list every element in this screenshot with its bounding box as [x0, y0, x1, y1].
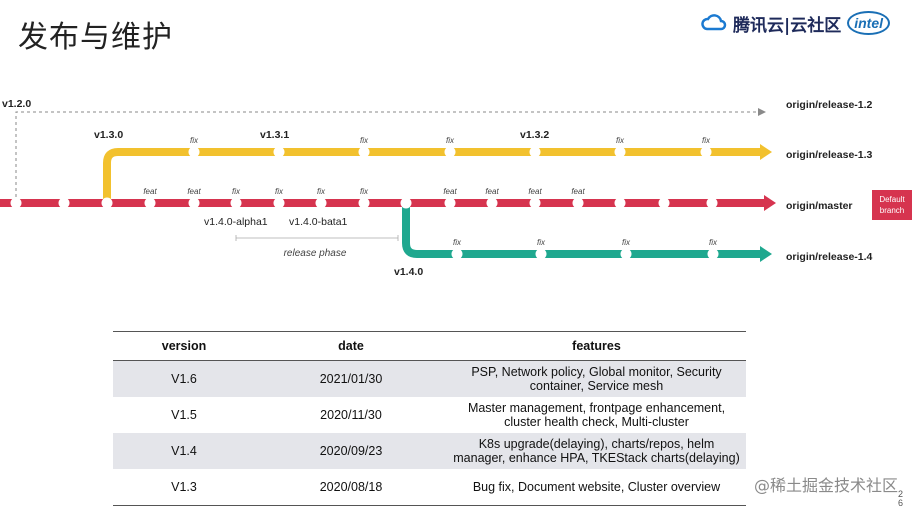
- commit-dot-master: [273, 197, 285, 209]
- commit-dot-release-1.4: [451, 248, 463, 260]
- commit-label-master: feat: [571, 187, 585, 196]
- table-row: V1.6 2021/01/30 PSP, Network policy, Glo…: [113, 360, 746, 397]
- commit-dot-master: [101, 197, 113, 209]
- commit-dot-release-1.4: [620, 248, 632, 260]
- branch-label-release-1.3: origin/release-1.3: [786, 149, 873, 161]
- commit-dot-release-1.3: [188, 146, 200, 158]
- commit-label-release-1.4: fix: [709, 238, 718, 247]
- tencent-cloud-logo-icon: [701, 14, 727, 31]
- commit-label-master: feat: [485, 187, 499, 196]
- commit-dot-release-1.4: [535, 248, 547, 260]
- version-tag-v1.3.0: v1.3.0: [94, 129, 123, 141]
- commit-dot-master: [144, 197, 156, 209]
- release-table: version date features V1.6 2021/01/30 PS…: [113, 331, 746, 506]
- version-tag-v1.3.2: v1.3.2: [520, 129, 549, 141]
- table-row: V1.4 2020/09/23 K8s upgrade(delaying), c…: [113, 433, 746, 469]
- table-row: V1.5 2020/11/30 Master management, front…: [113, 397, 746, 433]
- cell-features: Bug fix, Document website, Cluster overv…: [447, 469, 746, 506]
- commit-dot-master: [486, 197, 498, 209]
- commit-label-release-1.3: fix: [360, 136, 369, 145]
- commit-label-release-1.4: fix: [622, 238, 631, 247]
- intel-logo: intel: [847, 11, 890, 35]
- commit-label-release-1.3: fix: [190, 136, 199, 145]
- commit-label-release-1.4: fix: [453, 238, 462, 247]
- commit-dot-master: [658, 197, 670, 209]
- commit-dot-master: [10, 197, 22, 209]
- cell-version: V1.5: [113, 397, 255, 433]
- cell-date: 2020/08/18: [255, 469, 447, 506]
- cell-date: 2021/01/30: [255, 360, 447, 397]
- commit-dot-release-1.4: [707, 248, 719, 260]
- version-tag-v1.4.0-bata1: v1.4.0-bata1: [289, 216, 348, 228]
- table-header-version: version: [113, 331, 255, 361]
- cell-version: V1.3: [113, 469, 255, 506]
- commit-dot-release-1.3: [700, 146, 712, 158]
- commit-dot-master: [529, 197, 541, 209]
- branch-diagram: origin/release-1.2 origin/master origin/re…: [0, 98, 873, 278]
- commit-label-master: fix: [275, 187, 284, 196]
- version-tag-v1.4.0: v1.4.0: [394, 266, 423, 278]
- branch-release-1.4-line: [402, 206, 762, 258]
- branch-label-release-1.4: origin/release-1.4: [786, 251, 873, 263]
- table-header-features: features: [447, 331, 746, 361]
- commit-label-master: feat: [528, 187, 542, 196]
- commit-dot-master: [315, 197, 327, 209]
- commit-dot-master: [230, 197, 242, 209]
- commit-dot-master: [614, 197, 626, 209]
- version-tag-v1.4.0-alpha1: v1.4.0-alpha1: [204, 216, 268, 228]
- commit-dot-master: [358, 197, 370, 209]
- branch-release-1.4-arrowhead: [760, 246, 772, 262]
- commit-label-master: feat: [443, 187, 457, 196]
- commit-label-release-1.3: fix: [616, 136, 625, 145]
- cell-date: 2020/09/23: [255, 433, 447, 469]
- default-branch-badge: Default branch: [872, 190, 912, 220]
- branch-master-line-head: [764, 195, 776, 211]
- commit-dot-master: [706, 197, 718, 209]
- commit-label-release-1.3: fix: [446, 136, 455, 145]
- branch-release-1.2-arrowhead: [758, 108, 766, 116]
- page-title: 发布与维护: [18, 20, 173, 55]
- header-logos: 腾讯云|云社区 intel: [701, 8, 890, 38]
- cell-version: V1.4: [113, 433, 255, 469]
- commit-label-release-1.3: fix: [702, 136, 711, 145]
- cell-version: V1.6: [113, 360, 255, 397]
- commit-dot-master: [572, 197, 584, 209]
- commit-dot-master: [400, 197, 412, 209]
- commit-dot-release-1.3: [614, 146, 626, 158]
- branch-release-1.2-line: [15, 111, 760, 203]
- commit-dot-release-1.3: [273, 146, 285, 158]
- tencent-cloud-logo-text: 腾讯云|云社区: [733, 15, 842, 36]
- cell-features: K8s upgrade(delaying), charts/repos, hel…: [447, 433, 746, 469]
- commit-label-master: fix: [317, 187, 326, 196]
- release-phase-label: release phase: [284, 248, 347, 259]
- branch-release-1.3-line: [103, 148, 762, 200]
- cell-features: Master management, frontpage enhancement…: [447, 397, 746, 433]
- branch-label-master: origin/master: [786, 200, 853, 212]
- table-row: V1.3 2020/08/18 Bug fix, Document websit…: [113, 469, 746, 506]
- commit-dot-master: [444, 197, 456, 209]
- commit-dot-release-1.3: [529, 146, 541, 158]
- page-number: 26: [898, 489, 904, 508]
- commit-dot-master: [58, 197, 70, 209]
- branch-release-1.3-arrowhead: [760, 144, 772, 160]
- watermark: @稀土掘金技术社区: [753, 476, 898, 495]
- version-tag-v1.2.0: v1.2.0: [2, 98, 31, 110]
- commit-label-master: feat: [187, 187, 201, 196]
- commit-label-master: fix: [232, 187, 241, 196]
- commit-label-release-1.4: fix: [537, 238, 546, 247]
- commit-dot-release-1.3: [444, 146, 456, 158]
- version-tag-v1.3.1: v1.3.1: [260, 129, 289, 141]
- commit-label-master: feat: [143, 187, 157, 196]
- commit-dot-master: [188, 197, 200, 209]
- table-header-date: date: [255, 331, 447, 361]
- cell-date: 2020/11/30: [255, 397, 447, 433]
- branch-label-release-1.2: origin/release-1.2: [786, 99, 873, 111]
- commit-dot-release-1.3: [358, 146, 370, 158]
- cell-features: PSP, Network policy, Global monitor, Sec…: [447, 360, 746, 397]
- commit-label-master: fix: [360, 187, 369, 196]
